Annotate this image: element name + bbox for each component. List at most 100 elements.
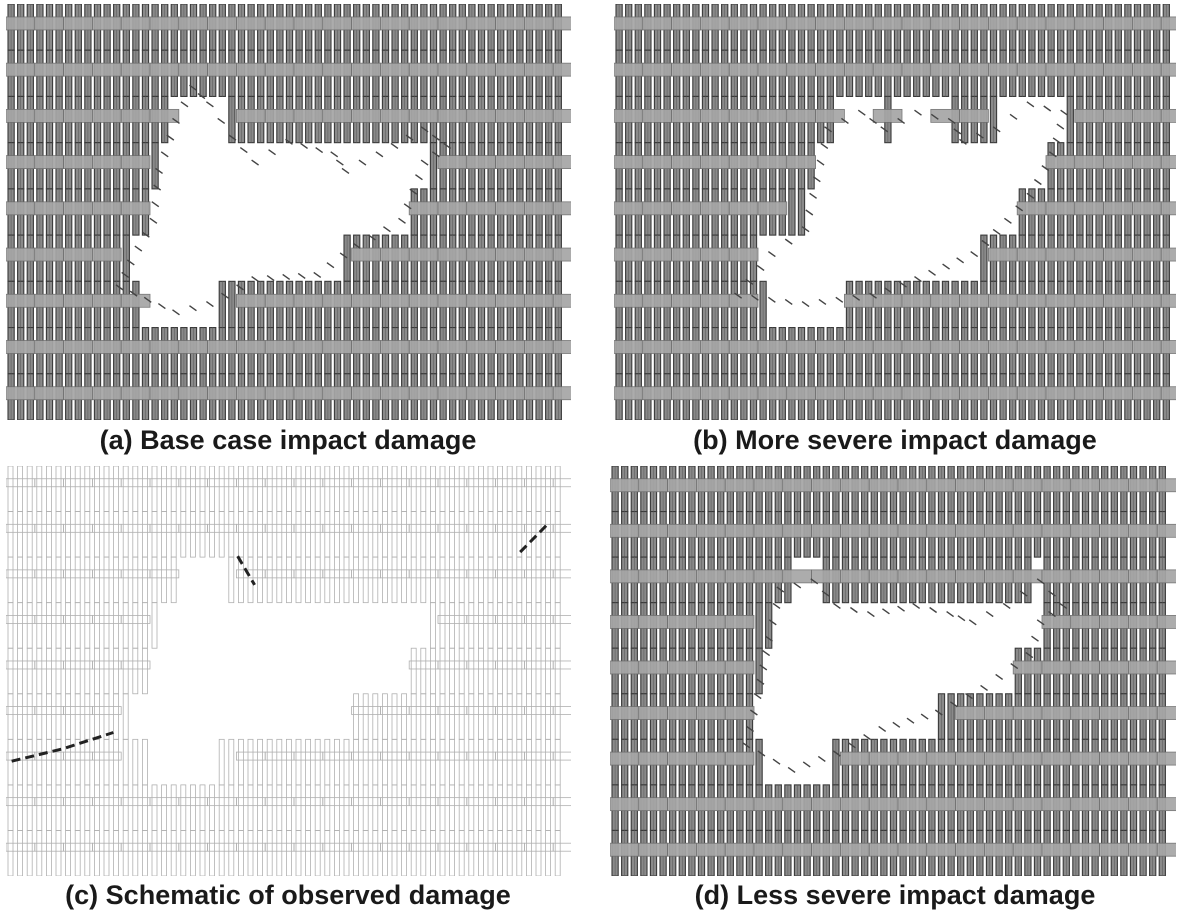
column-segment	[113, 830, 119, 876]
spandrel-piece	[638, 569, 668, 584]
spandrel-piece	[987, 16, 1018, 31]
column-segment	[497, 647, 504, 695]
spandrel-piece	[524, 108, 554, 123]
column-segment	[343, 784, 350, 831]
column-segment	[545, 738, 551, 786]
spandrel-piece	[34, 569, 64, 579]
debris-mark	[832, 750, 841, 757]
spandrel-piece	[408, 293, 439, 308]
spandrel-piece	[524, 201, 554, 216]
spandrel-piece	[728, 16, 759, 31]
column-segment	[132, 830, 139, 876]
debris-mark	[759, 664, 768, 671]
spandrel-piece	[322, 386, 352, 401]
spandrel-piece	[638, 615, 668, 629]
spandrel-piece	[1128, 751, 1158, 766]
spandrel-piece	[610, 569, 640, 584]
column-segment	[314, 784, 321, 831]
spandrel-piece	[552, 751, 571, 761]
column-segment	[487, 738, 494, 786]
column-segment	[429, 830, 436, 876]
column-segment	[103, 556, 110, 604]
spandrel-piece	[466, 615, 496, 624]
spandrel-piece	[322, 523, 352, 533]
spandrel-piece	[1074, 16, 1104, 31]
column-segment	[55, 466, 62, 512]
column-segment	[410, 511, 417, 558]
spandrel-piece	[839, 842, 870, 857]
spandrel-piece	[322, 842, 352, 852]
debris-mark	[151, 201, 160, 208]
column-segment	[46, 738, 52, 786]
spandrel-piece	[466, 706, 496, 715]
spandrel-piece	[1016, 16, 1047, 31]
debris-mark	[817, 755, 826, 763]
debris-mark	[420, 159, 429, 166]
spandrel-piece	[753, 523, 784, 538]
spandrel-piece	[753, 842, 784, 857]
column-segment	[535, 647, 542, 695]
spandrel-piece	[1045, 386, 1076, 401]
spandrel-piece	[868, 842, 899, 857]
spandrel-piece	[6, 478, 36, 488]
spandrel-piece	[149, 478, 180, 488]
column-segment	[122, 784, 129, 831]
spandrel-piece	[1132, 201, 1162, 216]
spandrel-piece	[466, 247, 496, 262]
spandrel-piece	[235, 523, 266, 533]
spandrel-piece	[92, 62, 122, 77]
column-segment	[487, 511, 494, 558]
spandrel-piece	[408, 108, 439, 123]
spandrel-piece	[264, 569, 295, 579]
spandrel-piece	[696, 797, 726, 812]
column-segment	[266, 556, 273, 604]
spandrel-piece	[667, 706, 697, 720]
spandrel-piece	[524, 797, 554, 807]
column-segment	[458, 784, 465, 831]
column-segment	[516, 556, 523, 604]
column-segment	[506, 602, 513, 649]
column-segment	[103, 830, 110, 876]
debris-mark	[115, 284, 124, 291]
column-segment	[391, 830, 398, 876]
column-segment	[199, 511, 206, 558]
debris-mark	[928, 269, 936, 276]
spandrel-piece	[642, 386, 672, 401]
spandrel-piece	[983, 797, 1014, 812]
spandrel-piece	[642, 155, 672, 170]
column-segment	[247, 830, 254, 876]
debris-mark	[757, 750, 766, 757]
column-segment	[516, 693, 523, 740]
column-segment	[401, 693, 408, 740]
spandrel-piece	[1012, 660, 1043, 675]
spandrel-piece	[724, 842, 755, 857]
spandrel-piece	[149, 340, 180, 354]
column-segment	[381, 693, 388, 740]
spandrel-piece	[120, 523, 151, 533]
column-segment	[295, 466, 302, 512]
spandrel-piece	[437, 478, 468, 488]
debris-mark	[153, 184, 162, 191]
spandrel-piece	[207, 478, 237, 488]
debris-mark	[768, 619, 777, 626]
spandrel-piece	[638, 842, 668, 857]
spandrel-piece	[696, 615, 726, 629]
column-segment	[372, 693, 379, 740]
spandrel-piece	[839, 569, 870, 584]
column-segment	[237, 738, 244, 786]
column-segment	[17, 784, 24, 831]
spandrel-piece	[207, 797, 237, 807]
spandrel-piece	[351, 569, 381, 579]
column-segment	[7, 511, 14, 558]
spandrel-piece	[92, 201, 122, 216]
spandrel-piece	[235, 569, 266, 579]
debris-mark	[848, 742, 856, 749]
spandrel-piece	[293, 569, 324, 579]
debris-mark	[949, 701, 958, 708]
debris-mark	[802, 761, 811, 768]
spandrel-piece	[757, 386, 788, 401]
column-segment	[343, 738, 350, 786]
spandrel-piece	[959, 108, 989, 123]
spandrel-piece	[437, 247, 468, 262]
spandrel-piece	[92, 797, 122, 807]
